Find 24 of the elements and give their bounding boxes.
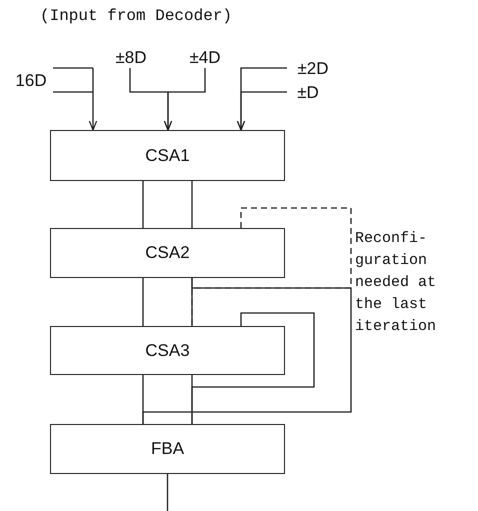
- arrow: [52, 67, 98, 131]
- input-signal-label: ±D: [297, 83, 319, 103]
- block-label: CSA3: [145, 340, 190, 360]
- input-signal-label: 16D: [15, 71, 47, 91]
- block-box: [50, 326, 285, 375]
- connector: [142, 278, 352, 424]
- input-signal-label: ±4D: [189, 48, 221, 68]
- heading: (Input from Decoder): [40, 6, 234, 26]
- connector: [191, 312, 315, 424]
- connector: [142, 277, 193, 327]
- arrow: [236, 91, 287, 131]
- block-box: [50, 130, 285, 181]
- input-signal-label: ±2D: [297, 59, 329, 79]
- input-signal-label: ±8D: [115, 48, 147, 68]
- connector: [166, 474, 168, 511]
- annotation-note: Reconfi- guration needed at the last iteration: [355, 229, 438, 337]
- block-box: [50, 424, 285, 474]
- block-box: [50, 228, 285, 278]
- block-label: CSA1: [145, 146, 190, 166]
- arrow: [164, 68, 206, 131]
- block-label: FBA: [150, 439, 184, 459]
- connector: [142, 180, 193, 229]
- block-label: CSA2: [145, 243, 190, 263]
- dashed-connector: [191, 207, 352, 326]
